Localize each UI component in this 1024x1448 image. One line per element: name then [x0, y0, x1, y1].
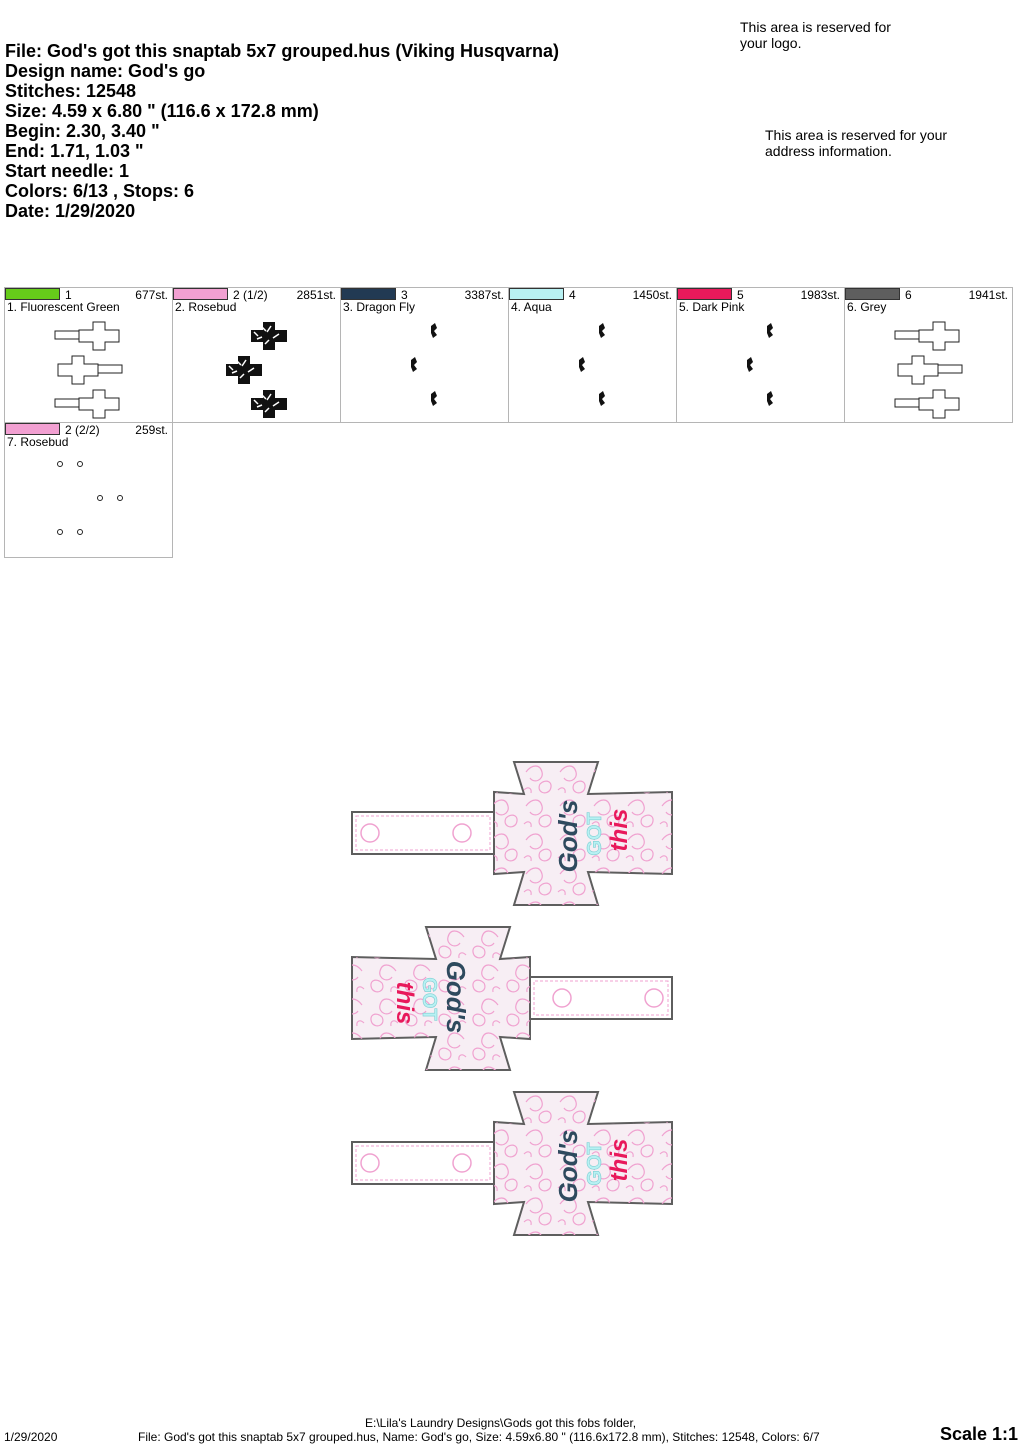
colors-stops: Colors: 6/13 , Stops: 6 — [5, 181, 195, 201]
thread-preview — [579, 323, 605, 406]
start-needle: Start needle: 1 — [5, 161, 130, 181]
color-swatch: 2 (2/2) 259st. 7. Rosebud — [4, 422, 173, 558]
thread-name: 3. Dragon Fly — [343, 300, 416, 314]
thread-preview — [747, 323, 773, 406]
word-gods: God's — [553, 800, 583, 873]
word-gods: God's — [441, 961, 471, 1034]
color-chip — [173, 288, 228, 300]
stitch-count: 1450st. — [632, 288, 672, 302]
stitch-count: 259st. — [135, 423, 168, 437]
end-point: End: 1.71, 1.03 " — [5, 141, 144, 161]
color-number: 2 (2/2) — [65, 423, 100, 437]
design-info: File: God's got this snaptab 5x7 grouped… — [5, 41, 559, 221]
color-number: 5 — [737, 288, 744, 302]
color-number: 4 — [569, 288, 576, 302]
design-size: Size: 4.59 x 6.80 " (116.6 x 172.8 mm) — [5, 101, 319, 121]
footer-path: E:\Lila's Laundry Designs\Gods got this … — [365, 1416, 637, 1430]
stitch-count: Stitches: 12548 — [5, 81, 137, 101]
color-swatch: 5 1983st. 5. Dark Pink — [676, 287, 845, 423]
file-line: File: God's got this snaptab 5x7 grouped… — [5, 41, 560, 61]
color-chip — [509, 288, 564, 300]
color-swatch: 2 (1/2) 2851st. 2. Rosebud — [172, 287, 341, 423]
thread-preview — [226, 322, 287, 418]
stitch-count: 1941st. — [968, 288, 1008, 302]
color-swatch: 3 3387st. 3. Dragon Fly — [340, 287, 509, 423]
word-gods: God's — [553, 1130, 583, 1203]
footer-info: File: God's got this snaptab 5x7 grouped… — [138, 1430, 820, 1444]
design-name: Design name: God's go — [5, 61, 206, 81]
color-number: 2 (1/2) — [233, 288, 268, 302]
logo-reserved-note: This area is reserved for your logo. — [740, 19, 891, 51]
footer-date: 1/29/2020 — [4, 1430, 58, 1444]
word-got: GOT — [584, 812, 606, 855]
stitch-count: 2851st. — [296, 288, 336, 302]
color-chip — [5, 288, 60, 300]
stitch-count: 677st. — [135, 288, 168, 302]
color-chip — [341, 288, 396, 300]
begin-point: Begin: 2.30, 3.40 " — [5, 121, 160, 141]
color-number: 6 — [905, 288, 912, 302]
thread-preview — [57, 461, 123, 535]
word-got: GOT — [584, 1142, 606, 1185]
stitch-count: 1983st. — [800, 288, 840, 302]
color-swatch: 1 677st. 1. Fluorescent Green — [4, 287, 173, 423]
color-number: 3 — [401, 288, 408, 302]
color-swatch: 4 1450st. 4. Aqua — [508, 287, 677, 423]
color-chip — [677, 288, 732, 300]
word-this: this — [391, 982, 418, 1025]
thread-name: 7. Rosebud — [7, 435, 69, 449]
word-this: this — [606, 809, 633, 852]
color-swatch: 6 1941st. 6. Grey — [844, 287, 1013, 423]
stitch-count: 3387st. — [464, 288, 504, 302]
color-chip — [845, 288, 900, 300]
thread-name: 1. Fluorescent Green — [7, 300, 120, 314]
address-reserved-note: This area is reserved for your address i… — [765, 127, 948, 159]
thread-name: 4. Aqua — [511, 300, 552, 314]
word-got: GOT — [418, 977, 440, 1020]
color-number: 1 — [65, 288, 72, 302]
thread-preview — [894, 321, 963, 419]
scale-label: Scale 1:1 — [939, 1424, 1018, 1444]
thread-name: 2. Rosebud — [175, 300, 237, 314]
word-this: this — [606, 1139, 633, 1182]
thread-name: 5. Dark Pink — [679, 300, 745, 314]
thread-name: 6. Grey — [847, 300, 887, 314]
design-date: Date: 1/29/2020 — [5, 201, 136, 221]
thread-preview — [411, 323, 437, 406]
color-chip — [5, 423, 60, 435]
thread-preview — [54, 321, 123, 419]
